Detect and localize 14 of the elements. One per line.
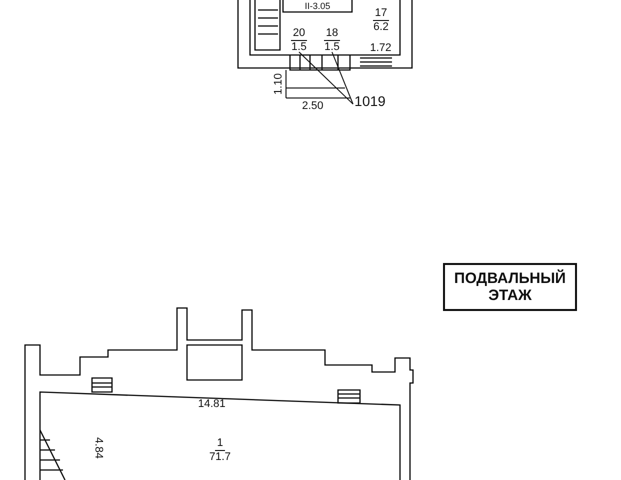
leader-line — [332, 52, 354, 105]
floor-title-box: ПОДВАЛЬНЫЙ ЭТАЖ — [443, 263, 577, 311]
room-label: 20 1.5 — [284, 26, 314, 54]
room-label: 18 1.5 — [316, 26, 348, 54]
room-label: II-3.05 — [283, 0, 352, 12]
leader-line — [298, 52, 354, 105]
dimension-label: 14.81 — [198, 398, 226, 410]
room-label: 1 71.7 — [190, 430, 250, 470]
room-label: 17 6.2 — [352, 0, 410, 40]
dimension-label: 1.72 — [370, 42, 392, 54]
dimension-label: 1.10 — [272, 73, 285, 95]
dimension-label: 2.50 — [302, 100, 324, 112]
callout-number: 1019 — [352, 92, 388, 110]
dimension-label: 4.84 — [92, 437, 105, 459]
